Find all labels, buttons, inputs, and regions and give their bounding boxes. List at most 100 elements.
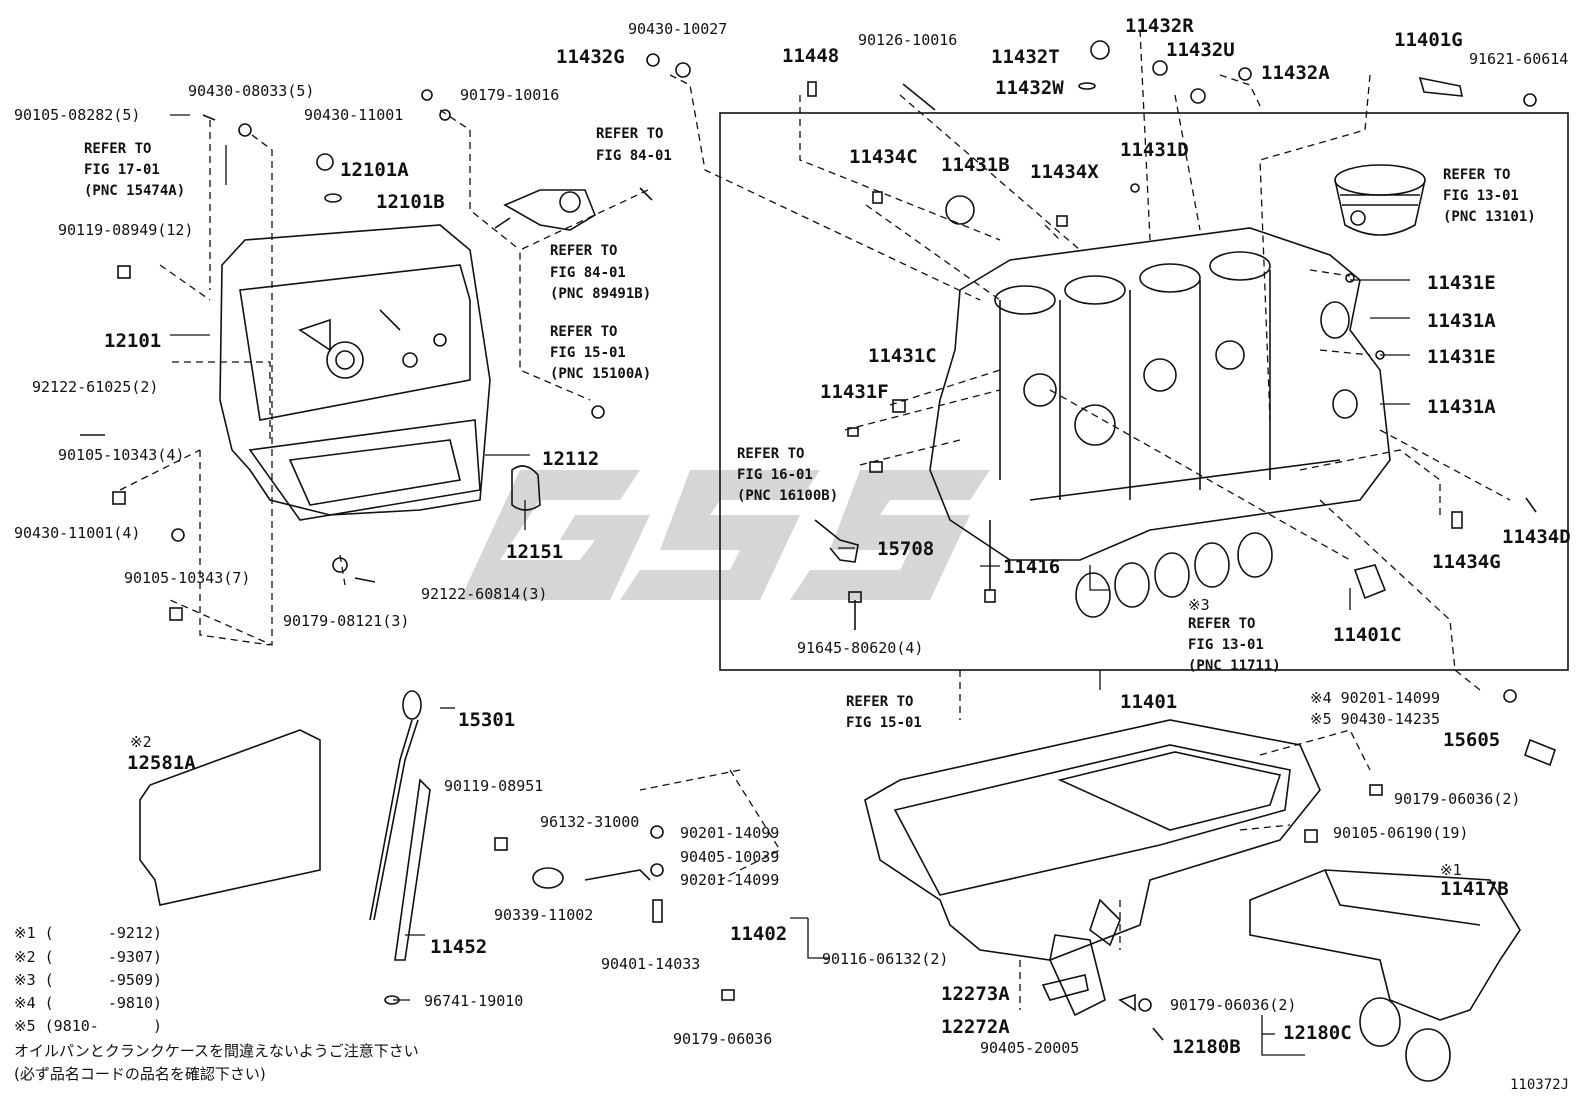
label-90119-08949: 90119-08949(12) xyxy=(58,221,194,239)
refer-fig16-line1: REFER TO xyxy=(737,446,805,462)
refer-fig15b-line1: REFER TO xyxy=(846,694,914,710)
refer-fig13b-line1: REFER TO xyxy=(1188,616,1256,632)
label-11417B-mark: ※1 xyxy=(1440,861,1462,879)
label-92122-60814: 92122-60814(3) xyxy=(421,585,548,603)
piston xyxy=(1334,164,1426,236)
label-91621-60614: 91621-60614 xyxy=(1469,50,1569,68)
footnote-1: ※1 ( -9212) xyxy=(14,924,163,942)
baffle-11417B xyxy=(1249,869,1521,1021)
footnote-5: ※5 (9810- ) xyxy=(14,1017,163,1035)
label-12101: 12101 xyxy=(104,330,162,352)
solid-leaders xyxy=(170,114,1410,1056)
label-11431B: 11431B xyxy=(941,154,1010,176)
refer-fig84a-line1: REFER TO xyxy=(596,126,664,142)
label-15605: 15605 xyxy=(1443,729,1501,751)
refer-fig13b-line2: FIG 13-01 xyxy=(1188,637,1264,653)
label-11434C: 11434C xyxy=(849,146,918,168)
label-11432A: 11432A xyxy=(1261,62,1330,84)
label-12101A: 12101A xyxy=(340,159,409,181)
label-11434G: 11434G xyxy=(1432,551,1501,573)
label-12581A: 12581A xyxy=(127,752,196,774)
refer-fig84b-line3: (PNC 89491B) xyxy=(550,286,652,302)
label-91645-80620: 91645-80620(4) xyxy=(797,639,924,657)
label-90430-14235: ※5 90430-14235 xyxy=(1310,710,1440,728)
label-12581A-mark: ※2 xyxy=(130,733,152,751)
label-90105-06190: 90105-06190(19) xyxy=(1333,824,1469,842)
label-12151: 12151 xyxy=(506,541,564,563)
refer-fig15a-line1: REFER TO xyxy=(550,324,618,340)
label-11452: 11452 xyxy=(430,936,488,958)
label-11431A-2: 11431A xyxy=(1427,396,1496,418)
label-96741-19010: 96741-19010 xyxy=(424,992,524,1010)
label-11401C: 11401C xyxy=(1333,624,1402,646)
label-90201-14099-b: 90201-14099 xyxy=(680,824,780,842)
engine-block-frame xyxy=(719,112,1569,671)
label-11417B: 11417B xyxy=(1440,878,1509,900)
refer-fig13b-line3: (PNC 11711) xyxy=(1188,658,1281,674)
refer-fig13a-line3: (PNC 13101) xyxy=(1443,209,1536,225)
label-11431F: 11431F xyxy=(820,381,889,403)
oil-line-fittings xyxy=(532,825,735,1001)
footnote-4: ※4 ( -9810) xyxy=(14,994,163,1012)
label-90179-06036-2a: 90179-06036(2) xyxy=(1394,790,1521,808)
japanese-note-1: オイルパンとクランクケースを間違えないようご注意下さい xyxy=(14,1042,419,1060)
label-12180B: 12180B xyxy=(1172,1036,1241,1058)
label-90201-14099-a: ※4 90201-14099 xyxy=(1310,689,1440,707)
label-12112: 12112 xyxy=(542,448,600,470)
footnote-3: ※3 ( -9509) xyxy=(14,971,163,989)
footnote-2: ※2 ( -9307) xyxy=(14,948,163,966)
oil-pan xyxy=(864,719,1321,961)
label-90430-11001-top: 90430-11001 xyxy=(304,106,404,124)
label-11416: 11416 xyxy=(1003,556,1061,578)
refer-fig15a-line3: (PNC 15100A) xyxy=(550,366,652,382)
sensor-assembly xyxy=(494,189,596,231)
crankcase-part-12101 xyxy=(219,224,491,521)
label-11448: 11448 xyxy=(782,45,840,67)
label-90430-10027: 90430-10027 xyxy=(628,20,728,38)
refer-fig84b-line2: FIG 84-01 xyxy=(550,265,626,281)
label-11401: 11401 xyxy=(1120,691,1178,713)
label-90116-06132: 90116-06132(2) xyxy=(822,950,949,968)
main-bearings xyxy=(1075,532,1273,618)
refer-fig17-line3: (PNC 15474A) xyxy=(84,183,186,199)
label-90105-10343-4: 90105-10343(4) xyxy=(58,446,185,464)
drain-plug xyxy=(1041,689,1556,1082)
refer-fig13a-line1: REFER TO xyxy=(1443,167,1511,183)
label-11431E-1: 11431E xyxy=(1427,272,1496,294)
label-90126-10016: 90126-10016 xyxy=(858,31,958,49)
label-12273A: 12273A xyxy=(941,983,1010,1005)
label-11432T: 11432T xyxy=(991,46,1060,68)
label-12272A: 12272A xyxy=(941,1016,1010,1038)
label-11434X: 11434X xyxy=(1030,161,1099,183)
block-bolts xyxy=(814,519,996,630)
label-12101B: 12101B xyxy=(376,191,445,213)
label-90405-10039: 90405-10039 xyxy=(680,848,780,866)
japanese-note-2: (必ず品名コードの品名を確認下さい) xyxy=(14,1065,266,1083)
label-11431A-1: 11431A xyxy=(1427,310,1496,332)
block-small-parts xyxy=(807,81,1537,600)
dipstick xyxy=(369,690,508,1005)
oil-strainer xyxy=(1049,934,1164,1041)
refer-fig84b-line1: REFER TO xyxy=(550,243,618,259)
top-small-parts xyxy=(80,40,1537,621)
refer-fig13a-line2: FIG 13-01 xyxy=(1443,188,1519,204)
engine-block xyxy=(929,227,1391,561)
refer-fig15b-line2: FIG 15-01 xyxy=(846,715,922,731)
label-11434D: 11434D xyxy=(1502,526,1571,548)
shield-12581A xyxy=(139,729,321,906)
label-90179-10016: 90179-10016 xyxy=(460,86,560,104)
refer-fig13b-mark: ※3 xyxy=(1188,596,1210,614)
label-11431D: 11431D xyxy=(1120,139,1189,161)
refer-fig16-line2: FIG 16-01 xyxy=(737,467,813,483)
label-90405-20005: 90405-20005 xyxy=(980,1039,1080,1057)
label-90119-08951: 90119-08951 xyxy=(444,777,544,795)
diagram-id: 110372J xyxy=(1510,1077,1570,1093)
label-90430-08033: 90430-08033(5) xyxy=(188,82,315,100)
refer-fig16-line3: (PNC 16100B) xyxy=(737,488,839,504)
label-90339-11002: 90339-11002 xyxy=(494,906,594,924)
label-11431C: 11431C xyxy=(868,345,937,367)
label-90179-06036: 90179-06036 xyxy=(673,1030,773,1048)
refer-fig84a-line2: FIG 84-01 xyxy=(596,148,672,164)
